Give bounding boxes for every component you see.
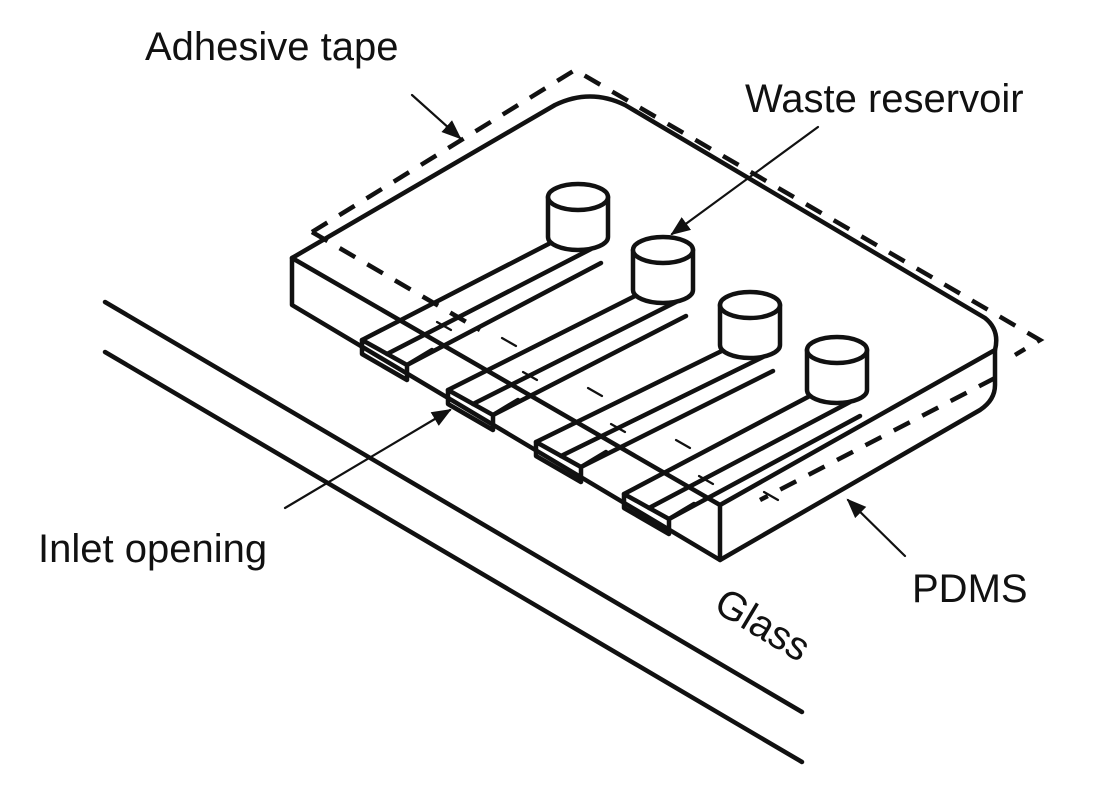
glass-bottom-edge (102, 349, 805, 765)
tape-front-hidden-edge (758, 376, 997, 502)
inlet-top-edge (578, 449, 609, 470)
channel-top-edge (533, 340, 741, 445)
inlet-opening-box (445, 387, 496, 433)
reservoir-top (630, 234, 696, 266)
pdms-left-face (289, 255, 723, 563)
channel-bottom-edge (490, 313, 689, 418)
inlet-top-edge (666, 501, 697, 522)
pdms-right-face (717, 347, 998, 563)
inlet-opening-box (359, 337, 410, 383)
tape-left-hidden-edge (310, 230, 482, 332)
adhesive-tape-outline (310, 67, 1045, 502)
channel-bottom-edge (578, 368, 776, 470)
inlet-opening-box (533, 439, 584, 485)
tape-hidden-dash (435, 320, 518, 348)
tape-hidden-dash (521, 370, 604, 398)
channel-mid-edge (646, 399, 853, 511)
reservoir-top (717, 289, 783, 321)
pdms-block (289, 94, 999, 563)
reservoir-top (804, 334, 870, 366)
tape-hidden-dash (697, 474, 780, 502)
waste-reservoir-arrow (670, 125, 820, 236)
leader-lines (283, 93, 907, 558)
channel-mid-edge (470, 299, 679, 407)
pdms-top-face (289, 94, 999, 508)
channel-array (359, 181, 870, 537)
channel-mid-edge (558, 354, 766, 459)
tape-back-edges (310, 67, 1045, 357)
glass-top-edge (102, 299, 805, 715)
inlet-opening-arrow (283, 408, 452, 510)
label-glass: Glass (707, 580, 817, 670)
inlet-top-edge (404, 347, 435, 368)
inlet-top-edge (490, 397, 521, 418)
pdms-arrow (846, 498, 907, 558)
label-adhesive-tape: Adhesive tape (145, 25, 399, 69)
reservoir-top (545, 181, 611, 213)
label-pdms: PDMS (912, 567, 1028, 611)
glass-substrate (102, 299, 805, 765)
channel-bottom-edge (666, 413, 863, 522)
channel-unit (621, 334, 870, 537)
channel-mid-edge (384, 246, 594, 357)
channel-unit (533, 289, 783, 485)
channel-top-edge (621, 385, 828, 497)
channel-top-edge (359, 232, 569, 343)
channel-unit (445, 234, 696, 433)
tape-hidden-dash (609, 422, 692, 450)
label-waste-reservoir: Waste reservoir (745, 77, 1024, 121)
adhesive-tape-arrow (410, 93, 462, 140)
inlet-opening-box (621, 491, 672, 537)
channel-top-edge (445, 285, 654, 393)
channel-bottom-edge (404, 260, 604, 368)
label-inlet-opening: Inlet opening (38, 527, 267, 571)
channel-unit (359, 181, 611, 383)
